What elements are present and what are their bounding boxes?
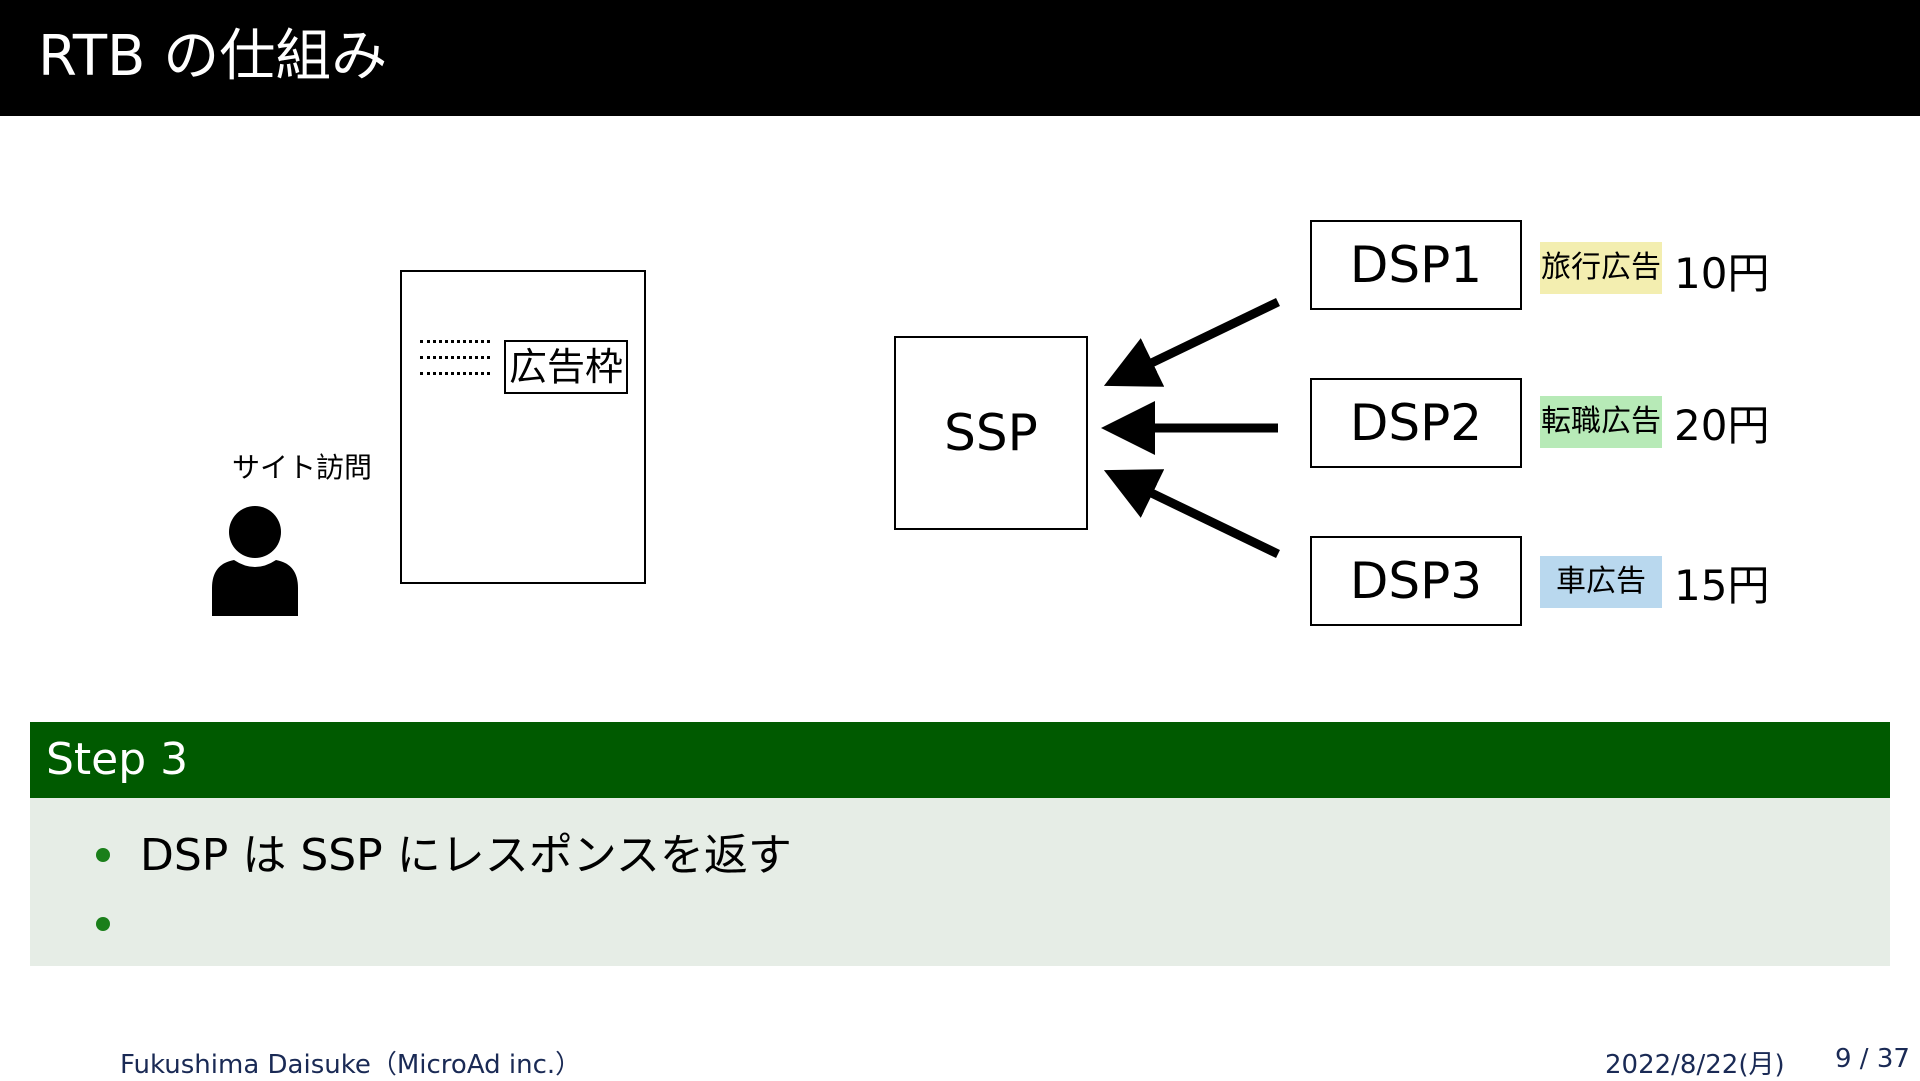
response-arrows [1101,297,1280,559]
content-dots-line-2 [420,356,490,359]
title-bar: RTB の仕組み [0,0,1920,116]
ssp-box: SSP [894,336,1088,530]
rtb-diagram: 広告枠 サイト訪問 SSP DSP1 旅行広告 10円 DSP2 転職広告 20… [0,116,1920,716]
step-block-body: DSP は SSP にレスポンスを返す [30,798,1890,966]
step-block-header: Step 3 [30,722,1890,798]
footer-page-number: 9 / 37 [1835,1044,1910,1074]
footer-date: 2022/8/22(月) [1605,1050,1785,1080]
dsp2-box: DSP2 [1310,378,1522,468]
slide-title: RTB の仕組み [38,24,388,89]
bullet-icon-empty [96,917,110,931]
dsp3-box: DSP3 [1310,536,1522,626]
bullet-item-1: DSP は SSP にレスポンスを返す [140,830,792,881]
ad-slot: 広告枠 [504,340,628,394]
arrow-dsp3-to-ssp [1103,469,1280,559]
dsp2-price: 20円 [1674,401,1770,450]
content-dots-line-3 [420,372,490,375]
bullet-icon [96,848,110,862]
site-visit-label: サイト訪問 [232,451,373,484]
content-dots-line-1 [420,340,490,343]
footer-author: Fukushima Daisuke（MicroAd inc.） [120,1050,582,1080]
dsp3-price: 15円 [1674,561,1770,610]
step-title: Step 3 [46,734,189,785]
website-page [400,270,646,584]
dsp3-ad-tag: 車広告 [1540,556,1662,608]
dsp1-ad-tag: 旅行広告 [1540,242,1662,294]
dsp1-box: DSP1 [1310,220,1522,310]
dsp1-price: 10円 [1674,249,1770,298]
arrow-dsp1-to-ssp [1103,297,1280,387]
dsp2-ad-tag: 転職広告 [1540,396,1662,448]
person-icon [212,506,298,616]
